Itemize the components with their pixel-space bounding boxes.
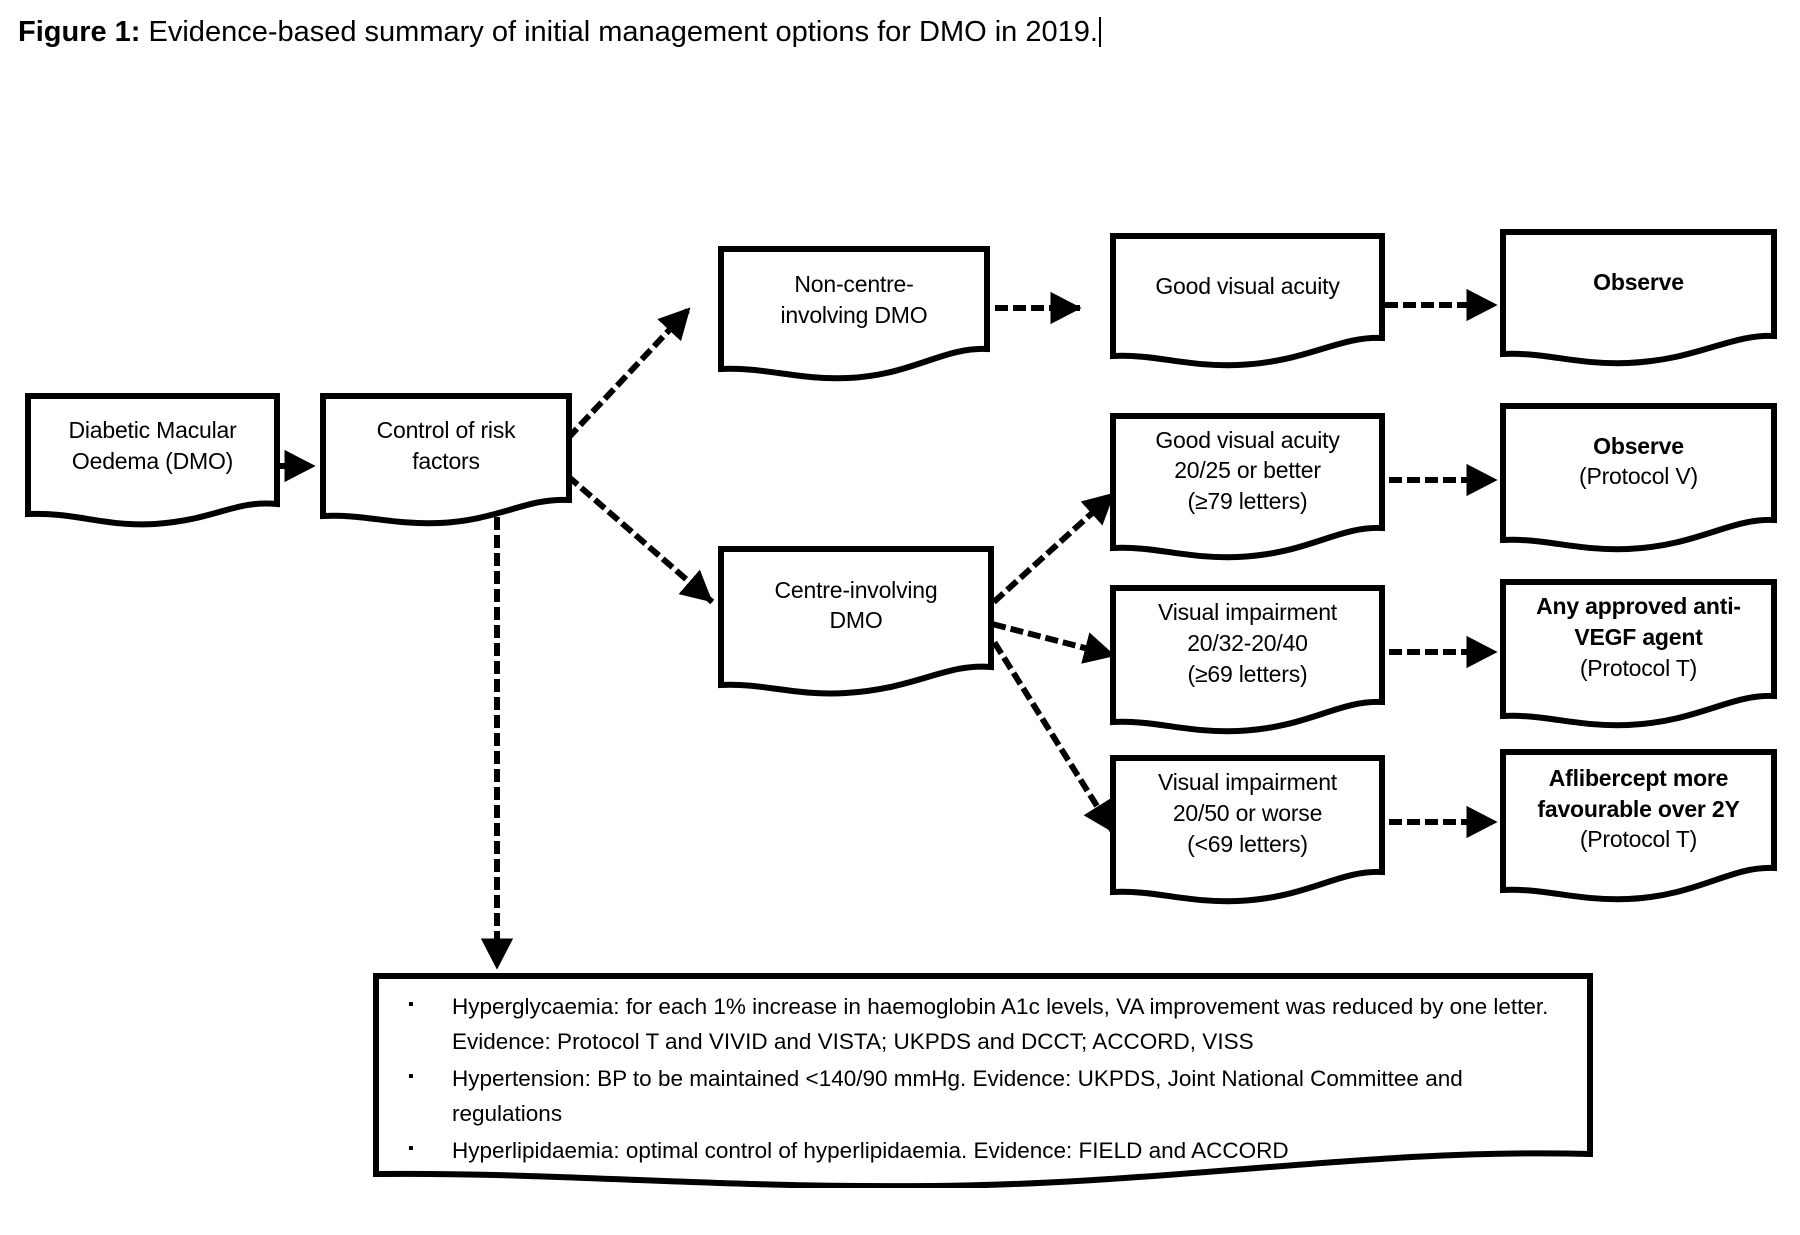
node-label: Any approved anti- VEGF agent (Protocol … [1500,578,1777,697]
node-visual-impairment-2032[interactable]: Visual impairment 20/32-20/40 (≥69 lette… [1110,584,1385,736]
node-observe[interactable]: Observe [1500,228,1777,368]
node-centre-involving-dmo[interactable]: Centre-involving DMO [718,545,994,700]
connector-risk-to-centre [565,473,715,605]
node-shape [25,392,280,530]
node-label: Good visual acuity 20/25 or better (≥79 … [1110,412,1385,529]
node-good-visual-acuity[interactable]: Good visual acuity [1110,232,1385,370]
node-label: Visual impairment 20/32-20/40 (≥69 lette… [1110,584,1385,703]
node-line: favourable over 2Y [1537,795,1740,822]
node-shape [1500,228,1777,368]
node-line: 20/25 or better [1174,457,1321,484]
node-line: (≥69 letters) [1187,660,1308,687]
connector-centre-to-vi2032 [992,621,1116,664]
list-item-line: Hyperglycaemia: for each 1% increase in … [452,994,1549,1019]
node-line: Good visual acuity [1155,272,1340,299]
list-item-line: Hypertension: BP to be maintained <140/9… [452,1065,1463,1126]
node-line: Oedema (DMO) [71,447,234,474]
figure-caption: Figure 1: Evidence-based summary of init… [18,14,1101,50]
list-item-line: Hyperlipidaemia: optimal control of hype… [452,1137,1289,1163]
node-shape [1110,412,1385,562]
node-label: Good visual acuity [1110,232,1385,340]
node-shape [718,245,990,385]
risk-factors-box[interactable]: ▪ Hyperglycaemia: for each 1% increase i… [372,972,1594,1188]
node-label: Visual impairment 20/50 or worse (<69 le… [1110,754,1385,873]
node-line: (Protocol V) [1578,463,1699,490]
node-shape [1110,232,1385,370]
node-observe-protocol-v[interactable]: Observe (Protocol V) [1500,402,1777,554]
list-item-text: Hypertension: BP to be maintained <140/9… [452,1062,1578,1132]
node-line: 20/50 or worse [1172,799,1323,826]
node-line: Non-centre- [794,271,914,298]
node-line: Good visual acuity [1155,426,1340,453]
node-shape [320,392,572,530]
node-label: Non-centre- involving DMO [718,245,990,354]
list-item: ▪ Hyperlipidaemia: optimal control of hy… [394,1134,1578,1169]
node-line: Any approved anti- [1536,593,1741,620]
node-line: Control of risk [376,417,516,444]
bullet-icon: ▪ [408,996,414,1013]
node-aflibercept-more-favourable[interactable]: Aflibercept more favourable over 2Y (Pro… [1500,748,1777,904]
node-label: Centre-involving DMO [718,545,994,666]
node-any-approved-anti-vegf[interactable]: Any approved anti- VEGF agent (Protocol … [1500,578,1777,730]
bullet-icon: ▪ [408,1139,414,1157]
list-item-line: Evidence: Protocol T and VIVID and VISTA… [452,1028,1254,1054]
list-item: ▪ Hypertension: BP to be maintained <140… [394,1062,1578,1132]
node-line: 20/32-20/40 [1187,629,1308,656]
connector-risk-to-noncentre [565,305,693,441]
node-label: Observe [1500,228,1777,337]
node-line: Observe [1593,432,1684,459]
node-visual-impairment-2050[interactable]: Visual impairment 20/50 or worse (<69 le… [1110,754,1385,906]
figure-caption-label: Figure 1: [18,16,141,48]
node-shape [1500,748,1777,904]
text-caret [1098,17,1101,47]
node-line: Aflibercept more [1548,764,1729,791]
figure-caption-text: Evidence-based summary of initial manage… [140,16,1098,48]
node-non-centre-involving-dmo[interactable]: Non-centre- involving DMO [718,245,990,385]
node-line: (Protocol T) [1579,826,1698,853]
node-line: Visual impairment [1158,769,1337,796]
risk-factor-list: ▪ Hyperglycaemia: for each 1% increase i… [394,990,1578,1170]
node-line: factors [412,447,480,474]
node-shape [1110,584,1385,736]
node-shape [372,972,1594,1188]
node-label: Aflibercept more favourable over 2Y (Pro… [1500,748,1777,870]
node-label: Observe (Protocol V) [1500,402,1777,521]
node-shape [1500,402,1777,554]
node-control-of-risk-factors[interactable]: Control of risk factors [320,392,572,530]
node-line: (Protocol T) [1579,654,1698,681]
node-line: Centre-involving [774,576,938,603]
node-shape [718,545,994,700]
node-good-visual-acuity-2025[interactable]: Good visual acuity 20/25 or better (≥79 … [1110,412,1385,562]
node-label: Control of risk factors [320,392,572,500]
node-line: DMO [829,607,883,634]
node-line: (≥79 letters) [1187,487,1308,514]
bullet-icon: ▪ [408,1067,414,1085]
node-diabetic-macular-oedema[interactable]: Diabetic Macular Oedema (DMO) [25,392,280,530]
node-shape [1500,578,1777,730]
node-line: VEGF agent [1574,623,1703,650]
connector-centre-to-vi2050 [991,640,1117,835]
list-item: ▪ Hyperglycaemia: for each 1% increase i… [394,990,1578,1060]
node-line: (<69 letters) [1187,830,1308,857]
node-label: Diabetic Macular Oedema (DMO) [25,392,280,500]
node-line: Diabetic Macular [68,417,237,444]
node-line: Visual impairment [1158,599,1337,626]
node-shape [1110,754,1385,906]
list-item-text: Hyperglycaemia: for each 1% increase in … [452,990,1578,1060]
list-item-text: Hyperlipidaemia: optimal control of hype… [452,1134,1578,1169]
connector-centre-to-goodva2025 [991,490,1117,605]
node-line: involving DMO [780,301,928,328]
node-line: Observe [1593,269,1684,296]
